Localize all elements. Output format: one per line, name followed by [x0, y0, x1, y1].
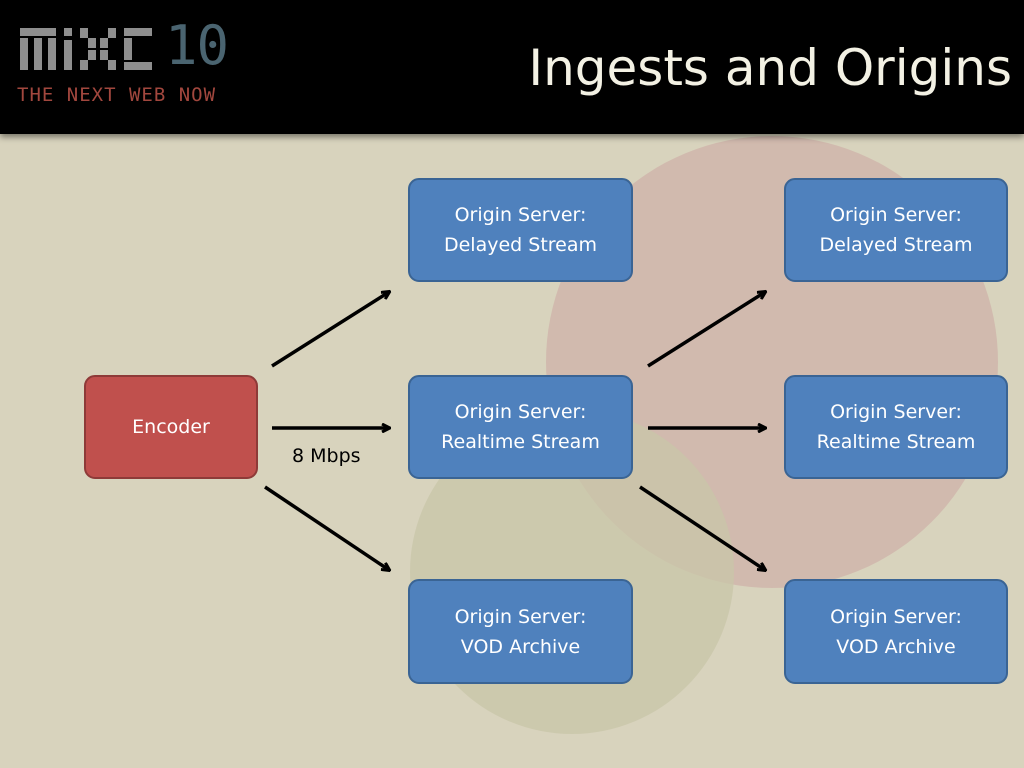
- node-label-line1: Origin Server:: [830, 605, 962, 628]
- origin-delayed-node: Origin Server: Delayed Stream: [784, 178, 1008, 282]
- arrow-encoder-to-ingest-delayed: [271, 292, 389, 368]
- ingest-bitrate-label: 8 Mbps: [292, 445, 361, 467]
- encoder-node: Encoder: [84, 375, 258, 479]
- logo-tagline: THE NEXT WEB NOW: [17, 84, 217, 106]
- node-label-line2: Delayed Stream: [443, 234, 598, 256]
- header-bar: 10 THE NEXT WEB NOW Ingests and Origins: [0, 0, 1024, 134]
- node-label-line1: Origin Server:: [830, 401, 962, 423]
- arrow-ingest-to-origin-delayed: [647, 292, 765, 368]
- ingest-realtime-node: Origin Server: Realtime Stream: [408, 375, 633, 479]
- arrow-ingest-to-origin-vod: [639, 485, 765, 570]
- logo-number: 10: [165, 14, 229, 77]
- node-label-line1: Origin Server:: [454, 401, 587, 423]
- ingest-delayed-node: Origin Server: Delayed Stream: [408, 178, 633, 282]
- node-label-line2: Delayed Stream: [819, 234, 973, 256]
- ingest-vod-node: Origin Server: VOD Archive: [408, 579, 633, 684]
- origin-vod-node: Origin Server: VOD Archive: [784, 579, 1008, 684]
- node-label-line2: VOD Archive: [460, 635, 581, 658]
- mix-logo-icon: [20, 28, 152, 70]
- node-label-line2: Realtime Stream: [816, 431, 976, 453]
- node-label-line1: Origin Server:: [454, 605, 587, 628]
- arrow-encoder-to-ingest-vod: [264, 485, 389, 570]
- encoder-label: Encoder: [132, 416, 210, 438]
- node-label-line1: Origin Server:: [454, 204, 587, 226]
- node-label-line2: Realtime Stream: [441, 431, 600, 453]
- origin-realtime-node: Origin Server: Realtime Stream: [784, 375, 1008, 479]
- slide-title: Ingests and Origins: [528, 39, 1012, 97]
- node-label-line2: VOD Archive: [836, 635, 956, 658]
- node-label-line1: Origin Server:: [830, 204, 962, 226]
